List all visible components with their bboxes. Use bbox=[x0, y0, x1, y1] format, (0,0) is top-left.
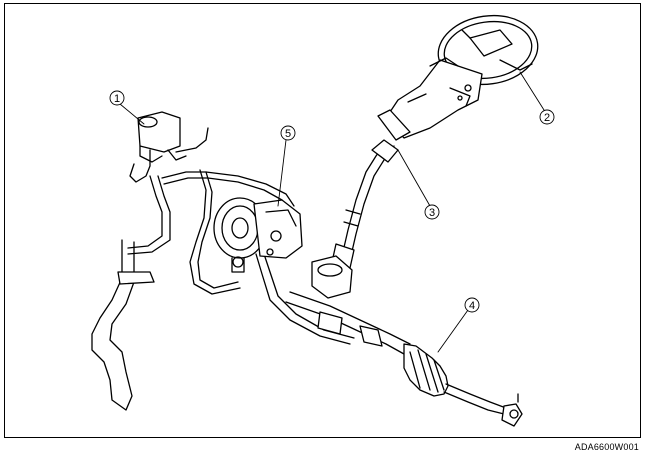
reservoir bbox=[129, 111, 209, 183]
callout-4-label: 4 bbox=[469, 300, 475, 312]
callout-3: 3 bbox=[424, 204, 440, 220]
steering-wheel bbox=[437, 14, 539, 86]
steering-gear-and-linkage bbox=[285, 255, 523, 427]
steering-column bbox=[377, 57, 483, 141]
callout-5: 5 bbox=[280, 125, 296, 141]
callout-4: 4 bbox=[464, 297, 480, 313]
callout-1-label: 1 bbox=[114, 93, 120, 105]
callout-2-label: 2 bbox=[544, 112, 550, 124]
leader-lines bbox=[119, 71, 545, 353]
callout-5-label: 5 bbox=[285, 128, 291, 140]
power-steering-pump bbox=[213, 197, 303, 273]
callout-1: 1 bbox=[109, 90, 125, 106]
figure-code: ADA6600W001 bbox=[574, 442, 639, 452]
callout-2: 2 bbox=[539, 109, 555, 125]
callout-3-label: 3 bbox=[429, 207, 435, 219]
steering-shaft bbox=[331, 139, 399, 269]
figure-frame bbox=[4, 3, 641, 438]
